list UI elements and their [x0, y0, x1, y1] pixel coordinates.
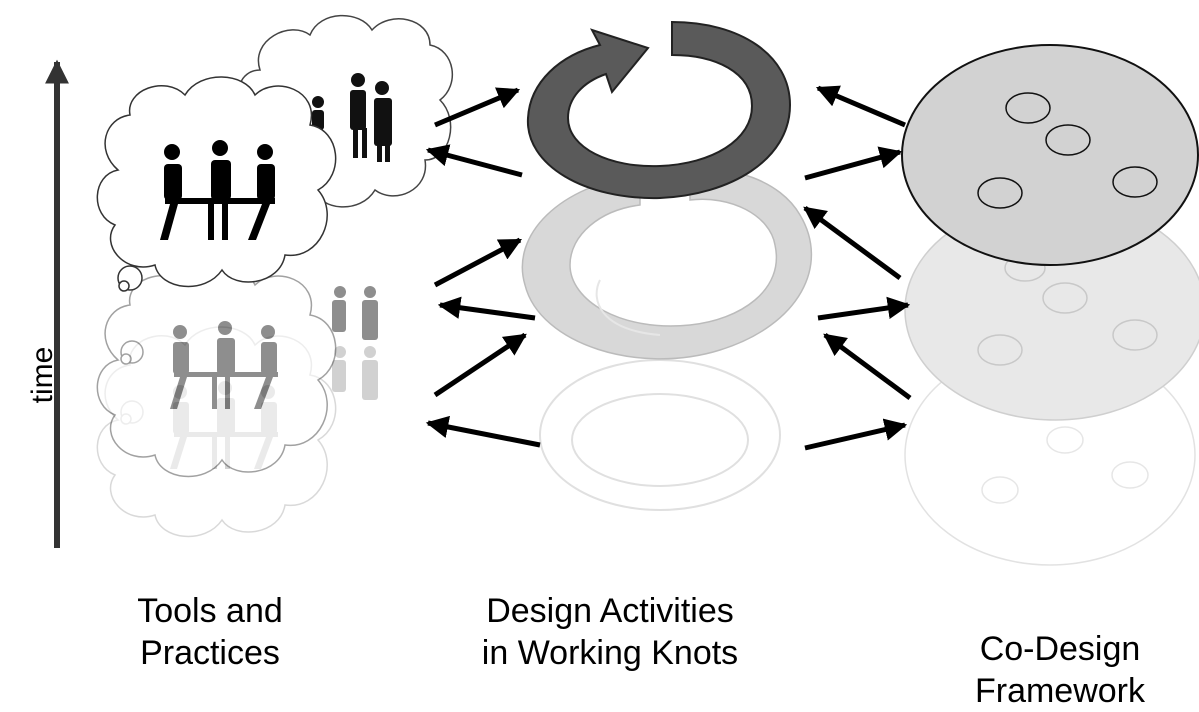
caption-design-activities: Design Activities in Working Knots: [430, 590, 790, 674]
caption-line: Practices: [140, 634, 280, 672]
caption-line: Framework: [974, 672, 1146, 710]
people-meeting-icon: [312, 73, 392, 162]
cycle-ring-faded: [539, 359, 781, 511]
connection-arrows: [425, 85, 912, 451]
thought-cloud-front: [96, 76, 337, 292]
time-axis-label: time: [26, 346, 59, 404]
caption-line: Co-Design: [979, 630, 1141, 668]
framework-disc-icon: [901, 44, 1199, 266]
people-meeting-icon: [160, 140, 275, 240]
caption-line: in Working Knots: [481, 634, 739, 672]
caption-line: Design Activities: [486, 592, 734, 630]
diagram-canvas: [45, 14, 1199, 566]
caption-co-design-framework: Co-Design Framework: [940, 628, 1180, 712]
caption-tools-practices: Tools and Practices: [90, 590, 330, 674]
cycle-arrow-icon: [526, 20, 792, 200]
caption-line: Tools and: [137, 592, 283, 630]
